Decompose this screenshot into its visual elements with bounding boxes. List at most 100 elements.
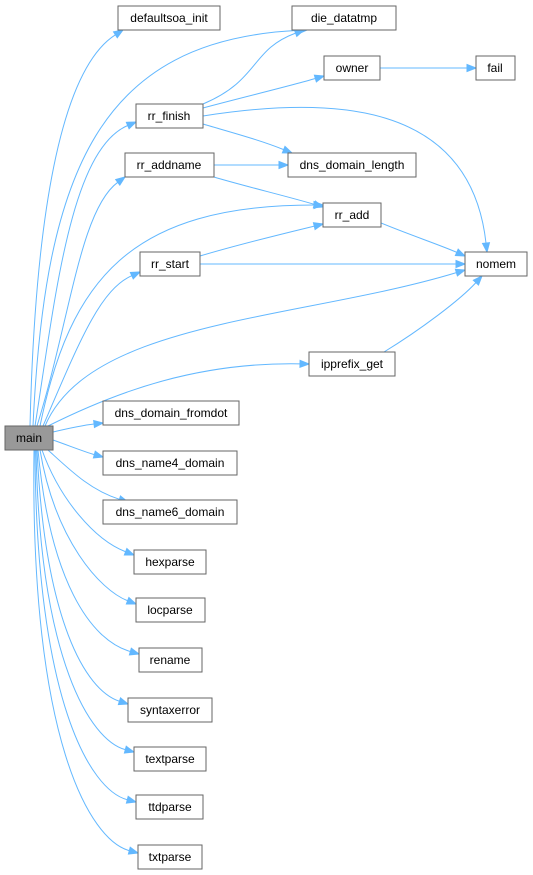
arrowhead (313, 74, 326, 83)
arrowhead (125, 121, 138, 130)
node-rr-add-label: rr_add (335, 208, 370, 222)
arrowhead (312, 222, 325, 231)
edge-rr-finish-to-die-datatmp (202, 29, 306, 105)
node-rename-label: rename (150, 653, 191, 667)
node-rr-start[interactable]: rr_start (139, 251, 201, 277)
arrowhead (278, 160, 290, 170)
node-fail[interactable]: fail (475, 55, 516, 81)
arrowhead (92, 450, 105, 459)
edge-main-to-rr-add (39, 200, 325, 427)
node-dns-domain-fromdot[interactable]: dns_domain_fromdot (102, 400, 240, 426)
edge-main-to-locparse (39, 449, 138, 605)
node-die-datatmp[interactable]: die_datatmp (291, 5, 397, 31)
edges-layer (29, 26, 491, 855)
edge-main-to-txtparse (33, 449, 140, 855)
node-owner-label: owner (336, 61, 369, 75)
edge-ipprefix-get-to-nomem (383, 274, 483, 353)
arrowhead (127, 846, 140, 855)
arrowhead (454, 248, 467, 257)
arrowhead (472, 274, 483, 286)
node-rename[interactable]: rename (138, 647, 203, 673)
arrowhead (114, 176, 127, 187)
node-ttdparse-label: ttdparse (148, 800, 192, 814)
arrowhead (123, 745, 136, 754)
edge-rr-addname-to-dns-domain-length (214, 160, 290, 170)
node-rr-addname[interactable]: rr_addname (124, 152, 215, 178)
arrowhead (455, 259, 467, 269)
node-main-label: main (16, 431, 42, 445)
node-locparse[interactable]: locparse (135, 597, 206, 623)
node-rr-finish[interactable]: rr_finish (135, 103, 204, 129)
arrowhead (93, 419, 105, 429)
node-dns-domain-length-label: dns_domain_length (300, 158, 405, 172)
node-dns-name6-domain[interactable]: dns_name6_domain (102, 499, 238, 525)
edge-main-to-die-datatmp (32, 26, 309, 427)
arrowhead (117, 697, 130, 706)
edge-rr-finish-to-nomem (202, 106, 491, 254)
node-owner[interactable]: owner (323, 55, 381, 81)
node-defaultsoa-init-label: defaultsoa_init (130, 11, 208, 25)
edge-rr-start-to-nomem (200, 259, 467, 269)
node-syntaxerror-label: syntaxerror (140, 703, 200, 717)
arrowhead (112, 29, 125, 39)
node-fail-label: fail (487, 61, 502, 75)
node-hexparse-label: hexparse (145, 555, 195, 569)
edge-main-to-textparse (35, 449, 136, 754)
node-nomem[interactable]: nomem (464, 251, 528, 277)
edge-main-to-ipprefix-get (47, 359, 311, 427)
arrowhead (312, 200, 325, 209)
edge-main-to-defaultsoa-init (29, 29, 125, 427)
node-defaultsoa-init[interactable]: defaultsoa_init (117, 5, 221, 31)
node-txtparse-label: txtparse (149, 850, 192, 864)
arrowhead (299, 359, 311, 369)
node-nomem-label: nomem (476, 257, 516, 271)
edge-main-to-rr-start (42, 271, 142, 427)
node-txtparse[interactable]: txtparse (137, 844, 203, 870)
arrowhead (125, 795, 138, 804)
edge-rr-addname-to-rr-add (213, 176, 325, 209)
node-dns-name6-domain-label: dns_name6_domain (116, 505, 225, 519)
edge-rr-finish-to-owner (202, 74, 326, 109)
edge-rr-add-to-nomem (380, 222, 467, 257)
edge-main-to-dns-domain-fromdot (52, 419, 105, 433)
node-dns-domain-length[interactable]: dns_domain_length (287, 152, 417, 178)
arrowhead (125, 596, 138, 605)
node-hexparse[interactable]: hexparse (133, 549, 207, 575)
node-textparse[interactable]: textparse (133, 746, 207, 772)
node-ipprefix-get-label: ipprefix_get (321, 357, 384, 371)
node-ttdparse[interactable]: ttdparse (135, 794, 204, 820)
edge-rr-start-to-rr-add (199, 222, 325, 257)
node-syntaxerror[interactable]: syntaxerror (127, 697, 213, 723)
arrowhead (466, 63, 478, 73)
edge-rr-finish-to-dns-domain-length (202, 123, 294, 154)
node-rr-add[interactable]: rr_add (322, 202, 382, 228)
node-rr-start-label: rr_start (151, 257, 190, 271)
node-locparse-label: locparse (147, 603, 193, 617)
edge-main-to-rename (37, 449, 141, 656)
node-rr-finish-label: rr_finish (148, 109, 191, 123)
node-main[interactable]: main (4, 425, 54, 451)
edge-main-to-rr-finish (34, 121, 138, 427)
edge-main-to-dns-name4-domain (52, 439, 105, 459)
arrowhead (481, 242, 491, 254)
node-die-datatmp-label: die_datatmp (311, 11, 377, 25)
arrowhead (293, 29, 306, 38)
arrowhead (454, 268, 467, 277)
edge-main-to-nomem (44, 268, 467, 427)
edge-main-to-rr-addname (36, 176, 127, 427)
arrowhead (129, 271, 142, 280)
arrowhead (123, 547, 136, 556)
node-dns-name4-domain-label: dns_name4_domain (116, 456, 225, 470)
node-rr-addname-label: rr_addname (137, 158, 202, 172)
node-dns-name4-domain[interactable]: dns_name4_domain (102, 450, 238, 476)
edge-owner-to-fail (380, 63, 478, 73)
node-ipprefix-get[interactable]: ipprefix_get (308, 351, 396, 377)
edge-main-to-hexparse (41, 449, 136, 556)
arrowhead (128, 647, 141, 656)
arrowhead (281, 145, 294, 154)
edge-main-to-ttdparse (34, 449, 138, 804)
edge-main-to-syntaxerror (36, 449, 130, 706)
node-dns-domain-fromdot-label: dns_domain_fromdot (115, 406, 228, 420)
node-textparse-label: textparse (145, 752, 195, 766)
